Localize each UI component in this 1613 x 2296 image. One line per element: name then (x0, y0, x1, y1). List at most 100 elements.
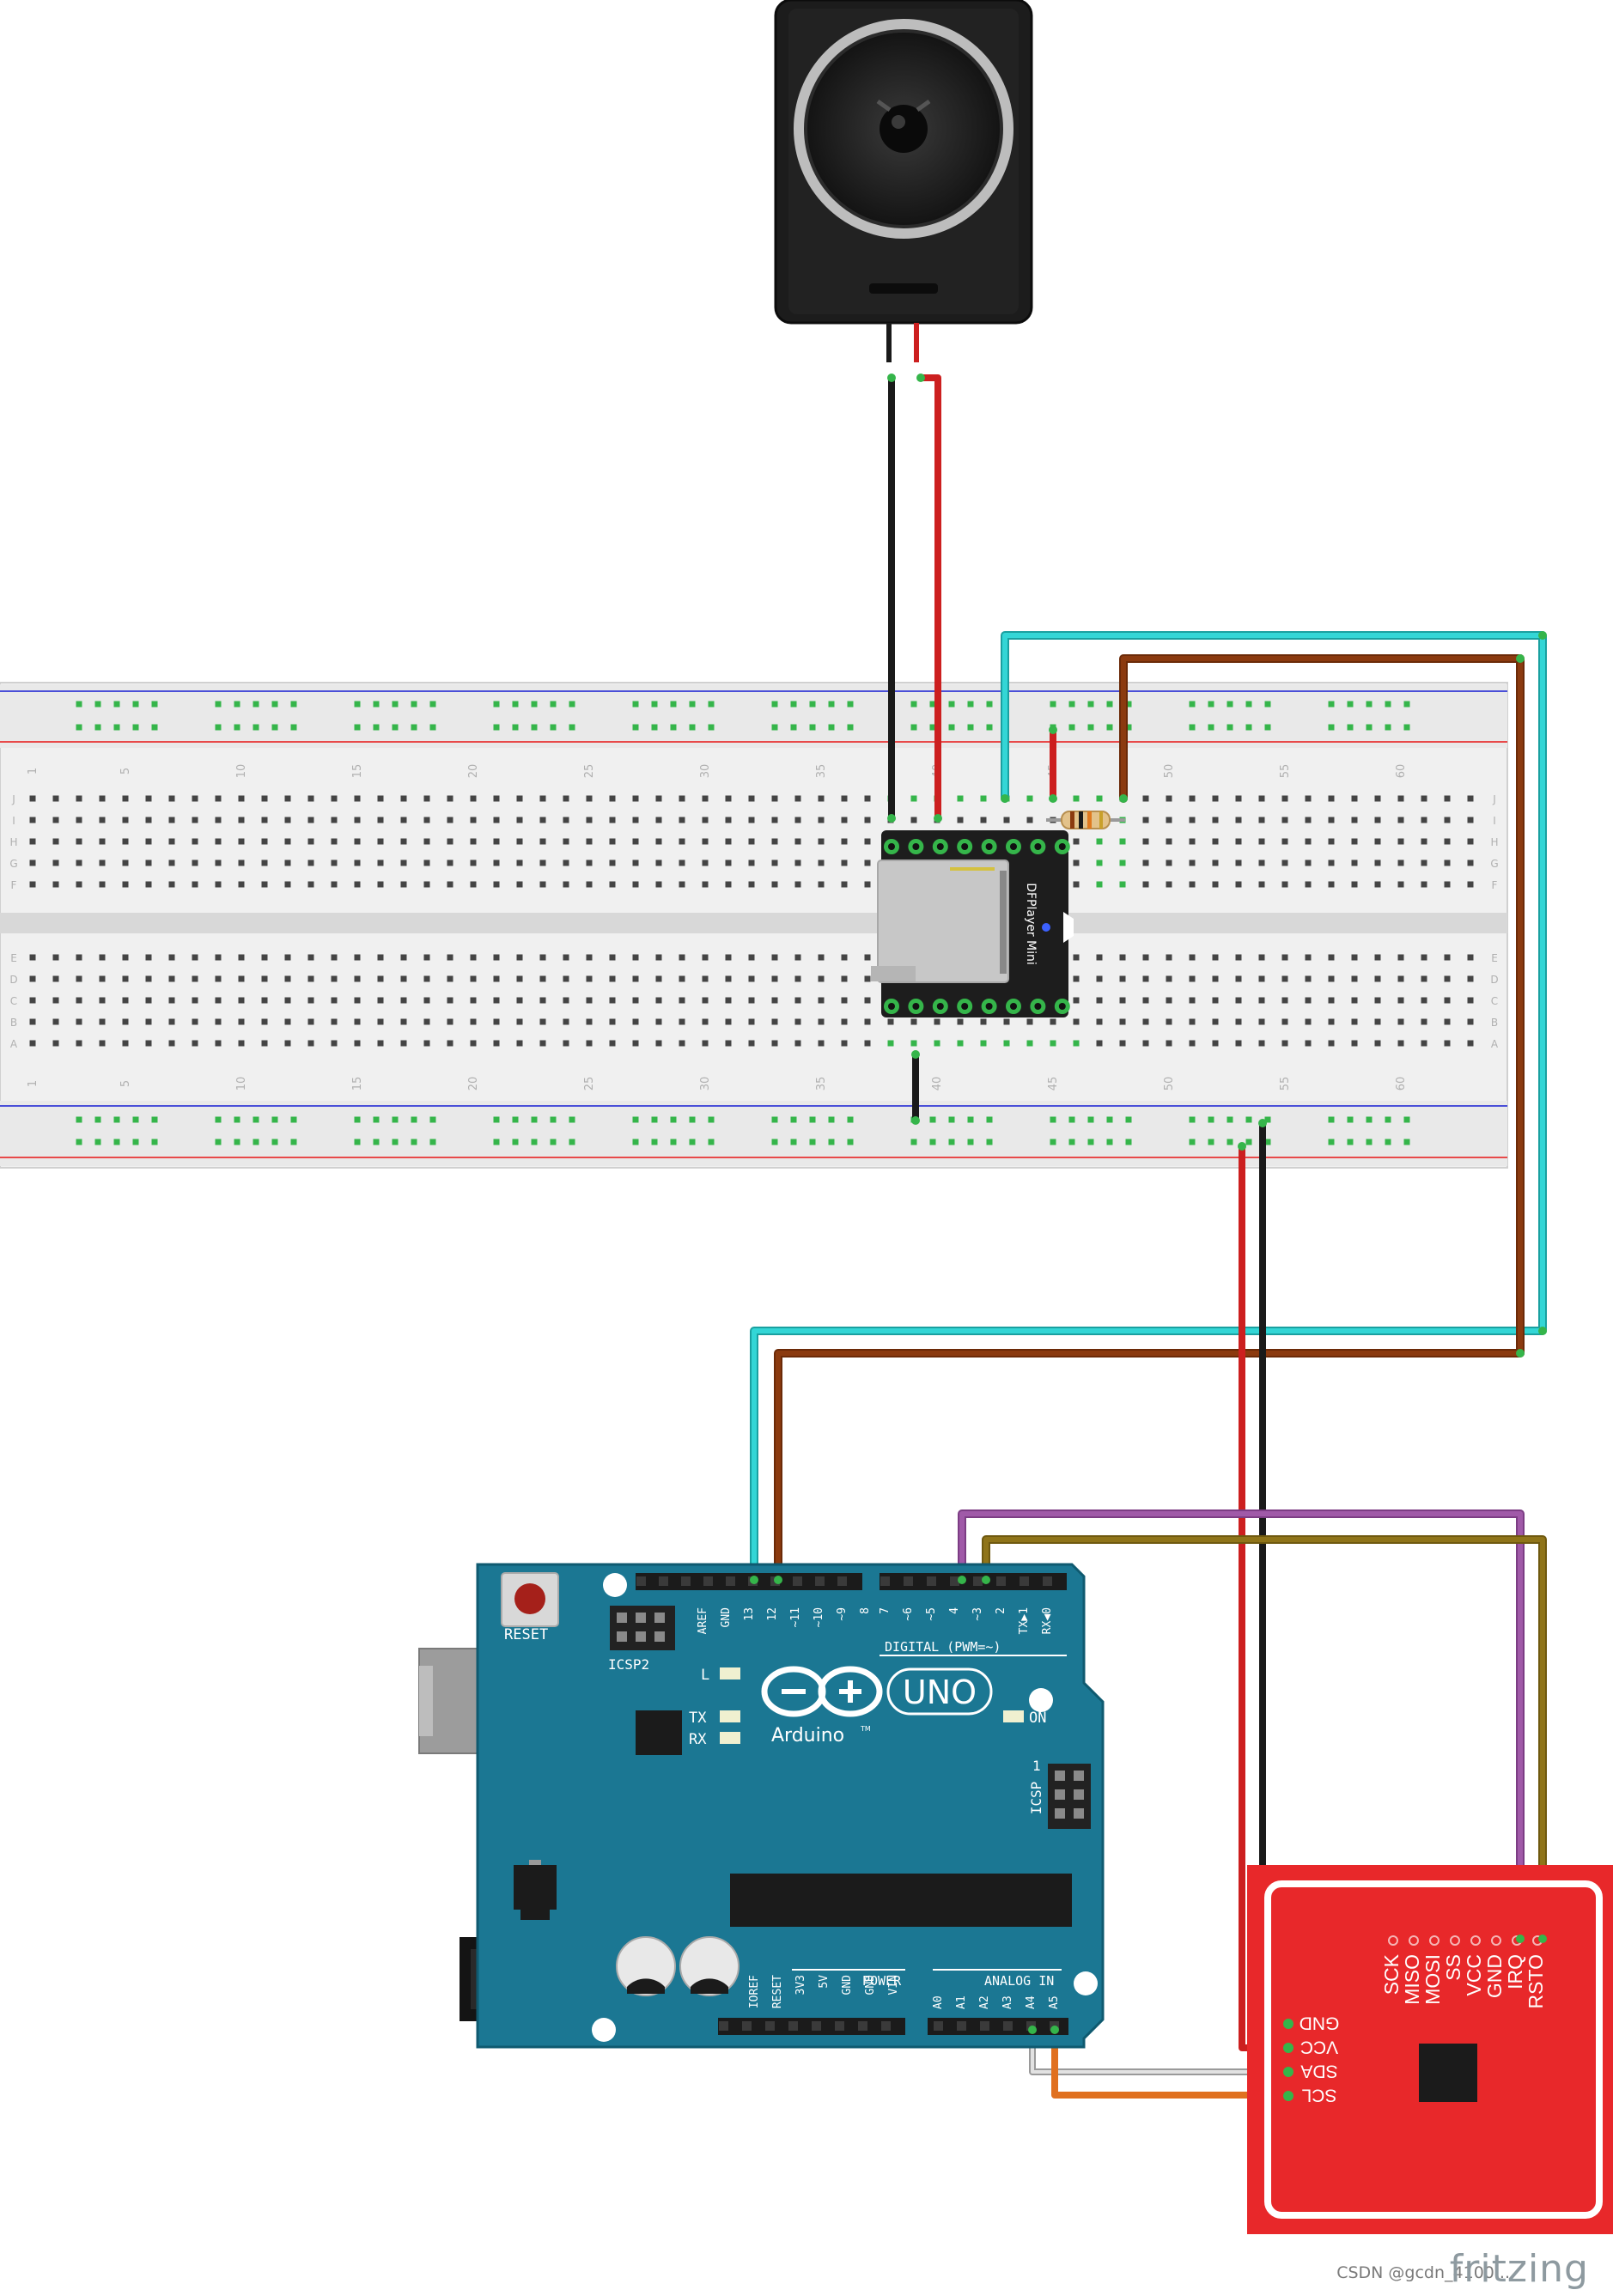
digital-pin-label: 4 (948, 1607, 961, 1614)
rail-hole (1189, 1116, 1196, 1123)
breadboard-hole (29, 954, 36, 961)
rail-hole (910, 724, 917, 731)
header-hole (815, 1576, 825, 1586)
rail-hole (1106, 701, 1113, 708)
breadboard-hole (539, 975, 546, 982)
breadboard-hole (1351, 975, 1358, 982)
breadboard-hole (1374, 1040, 1381, 1047)
breadboard-hole (516, 881, 523, 888)
breadboard-hole (168, 975, 175, 982)
row-letter-left: J (11, 793, 15, 805)
breadboard-hole (377, 1040, 384, 1047)
breadboard-hole (168, 997, 175, 1004)
breadboard-hole (563, 975, 569, 982)
breadboard-hole (192, 838, 198, 845)
rail-hole (986, 1139, 993, 1145)
wire-endpoint (887, 814, 896, 823)
breadboard-hole (493, 1018, 500, 1025)
breadboard-hole (609, 997, 616, 1004)
row-letter-right: F (1492, 879, 1498, 891)
icsp-pin (1055, 1771, 1065, 1781)
breadboard-hole (400, 817, 407, 823)
breadboard-hole (423, 954, 430, 961)
breadboard-hole (1397, 997, 1404, 1004)
breadboard-hole (1235, 1018, 1242, 1025)
power-pin-label: RESET (771, 1975, 784, 2008)
rfid-top-pin-label: VCC (1463, 1954, 1485, 1996)
row-letter-left: D (9, 974, 17, 986)
breadboard-hole (632, 838, 639, 845)
arduino-logo-text: Arduino (771, 1725, 844, 1746)
rail-hole (411, 1116, 417, 1123)
breadboard-hole (702, 817, 709, 823)
breadboard-hole (1258, 954, 1265, 961)
breadboard-hole (632, 881, 639, 888)
column-number: 30 (699, 1077, 712, 1091)
icsp2-pin (617, 1631, 627, 1642)
rail-hole (1087, 1139, 1094, 1145)
breadboard-hole (284, 1018, 291, 1025)
rail-hole (948, 724, 955, 731)
breadboard-hole (1421, 1018, 1427, 1025)
rail-hole (373, 1116, 380, 1123)
center-channel (0, 913, 1507, 933)
breadboard-hole (609, 954, 616, 961)
breadboard-hole (1374, 838, 1381, 845)
rail-hole (1385, 724, 1391, 731)
icsp2-header (610, 1606, 675, 1650)
wire-speaker-red (917, 374, 941, 822)
breadboard-hole (400, 795, 407, 802)
rail-hole (632, 1139, 639, 1145)
rail-hole (1403, 724, 1410, 731)
breadboard-hole (1421, 975, 1427, 982)
breadboard-hole (29, 975, 36, 982)
rail-hole (967, 1116, 974, 1123)
rfid-pin-pad (1429, 1935, 1440, 1946)
breadboard-hole (168, 1040, 175, 1047)
column-number: 30 (699, 764, 712, 779)
rail-hole (531, 701, 538, 708)
breadboard-hole (794, 1018, 801, 1025)
rail-hole (1366, 1139, 1373, 1145)
arduino-logo (761, 1666, 993, 1717)
breadboard-hole (1119, 881, 1126, 888)
breadboard-hole (1212, 817, 1219, 823)
breadboard-hole (447, 859, 453, 866)
wire-endpoint (1049, 794, 1057, 803)
reset-button[interactable] (501, 1572, 559, 1627)
breadboard-hole (1444, 817, 1451, 823)
breadboard-hole (748, 795, 755, 802)
breadboard-hole (702, 795, 709, 802)
breadboard-hole (215, 1018, 222, 1025)
breadboard-hole (447, 1018, 453, 1025)
breadboard-hole (679, 859, 685, 866)
breadboard-hole (1166, 881, 1172, 888)
breadboard-hole (516, 954, 523, 961)
breadboard-hole (400, 997, 407, 1004)
row-letter-left: E (10, 952, 17, 964)
rail-hole (94, 724, 101, 731)
wire-endpoint (774, 1576, 782, 1584)
breadboard-hole (1119, 997, 1126, 1004)
rail-hole (809, 1139, 816, 1145)
rail-hole (651, 1139, 658, 1145)
rail-hole (1385, 1139, 1391, 1145)
breadboard-hole (215, 859, 222, 866)
rail-hole (1403, 1116, 1410, 1123)
breadboard-hole (1328, 859, 1335, 866)
breadboard-hole (192, 1040, 198, 1047)
breadboard-hole (1305, 997, 1312, 1004)
breadboard-hole (841, 1040, 848, 1047)
breadboard-hole (423, 1040, 430, 1047)
rail-hole (271, 1116, 278, 1123)
rail-hole (151, 1116, 158, 1123)
rail-hole (253, 1116, 259, 1123)
wire-orange-scl (1051, 2026, 1290, 2099)
breadboard-hole (1235, 838, 1242, 845)
breadboard-hole (1467, 795, 1474, 802)
rfid-pin-pad (1409, 1935, 1419, 1946)
rail-hole (1068, 1139, 1075, 1145)
